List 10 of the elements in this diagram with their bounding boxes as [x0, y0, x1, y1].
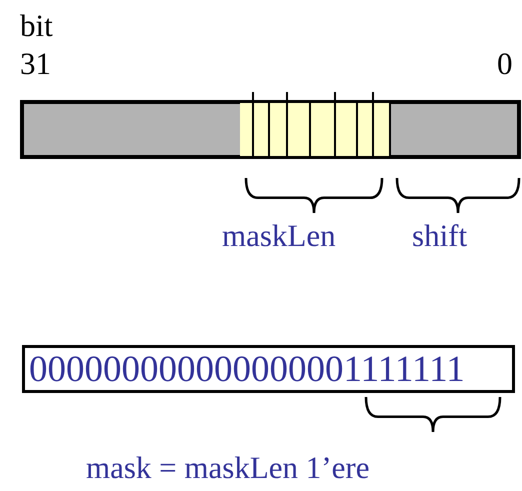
bit-index: 31	[20, 46, 51, 82]
bit-index: 0	[497, 46, 512, 82]
field-label: shift	[412, 218, 468, 254]
axis-label: bit	[20, 8, 53, 44]
mask-bits-field	[240, 100, 390, 159]
mask-value-box: 000000000000000001111111	[22, 345, 515, 393]
shift-bits-field	[389, 100, 521, 159]
register-bits-field	[20, 100, 242, 159]
caption-text: mask = maskLen 1’ere	[86, 450, 370, 486]
field-label: maskLen	[222, 218, 336, 254]
